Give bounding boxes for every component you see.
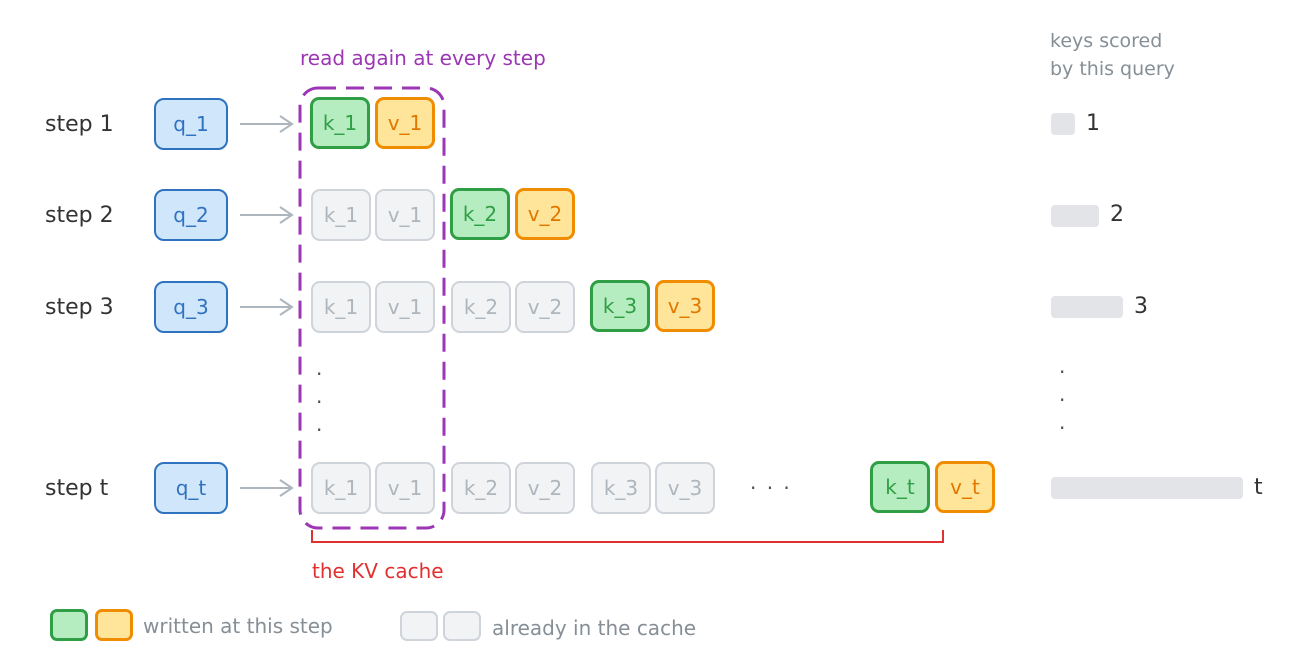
legend-cached-label: already in the cache — [492, 616, 697, 640]
right-header-line-1: keys scored — [1050, 30, 1163, 52]
right-header-line-2: by this query — [1050, 58, 1175, 80]
step-label: step 2 — [45, 203, 114, 228]
read-again-dashed-box — [298, 86, 446, 530]
cached-key-box: k_1 — [311, 281, 371, 333]
score-count: t — [1254, 475, 1263, 500]
score-bar — [1051, 296, 1123, 318]
cached-value-box: v_2 — [515, 281, 575, 333]
arrow-step-1 — [240, 115, 294, 133]
legend-cached-swatch — [400, 611, 438, 641]
arrow-step-t — [240, 479, 294, 497]
query-box: q_2 — [154, 189, 228, 241]
step-label: step 3 — [45, 295, 114, 320]
key-new-box: k_1 — [310, 97, 370, 149]
vertical-dot: . — [316, 412, 323, 436]
score-count: 3 — [1134, 294, 1148, 319]
key-new-box: k_3 — [590, 280, 650, 332]
score-count: 1 — [1086, 111, 1100, 136]
key-new-box: k_t — [870, 461, 930, 513]
vertical-dot: . — [316, 356, 323, 380]
score-bar — [1051, 477, 1243, 499]
value-new-box: v_2 — [515, 188, 575, 240]
arrow-step-3 — [240, 298, 294, 316]
score-bar — [1051, 113, 1075, 135]
query-box: q_3 — [154, 281, 228, 333]
cached-value-box: v_3 — [655, 462, 715, 514]
kv-cache-label: the KV cache — [312, 559, 444, 583]
query-box: q_t — [154, 462, 228, 514]
cached-value-box: v_2 — [515, 462, 575, 514]
key-new-box: k_2 — [450, 188, 510, 240]
cached-value-box: v_1 — [375, 189, 435, 241]
legend-value-swatch — [95, 609, 133, 641]
horizontal-ellipsis: · · · — [750, 476, 792, 500]
value-new-box: v_1 — [375, 97, 435, 149]
value-new-box: v_3 — [655, 280, 715, 332]
arrows — [240, 115, 294, 497]
legend-key-swatch — [50, 609, 88, 641]
cached-key-box: k_2 — [451, 281, 511, 333]
cached-key-box: k_3 — [591, 462, 651, 514]
vertical-dot: . — [1059, 382, 1066, 406]
step-label: step 1 — [45, 112, 114, 137]
kv-cache-bracket — [311, 530, 944, 543]
arrow-step-2 — [240, 206, 294, 224]
score-count: 2 — [1110, 202, 1124, 227]
cached-value-box: v_1 — [375, 281, 435, 333]
step-label: step t — [45, 476, 109, 501]
query-box: q_1 — [154, 98, 228, 150]
legend-written-label: written at this step — [143, 614, 333, 638]
legend-cached-swatch — [443, 611, 481, 641]
vertical-dot: . — [316, 384, 323, 408]
read-again-label: read again at every step — [300, 46, 546, 70]
score-bar — [1051, 205, 1099, 227]
vertical-dot: . — [1059, 410, 1066, 434]
cached-value-box: v_1 — [375, 462, 435, 514]
cached-key-box: k_1 — [311, 462, 371, 514]
cached-key-box: k_1 — [311, 189, 371, 241]
cached-key-box: k_2 — [451, 462, 511, 514]
value-new-box: v_t — [935, 461, 995, 513]
vertical-dot: . — [1059, 354, 1066, 378]
